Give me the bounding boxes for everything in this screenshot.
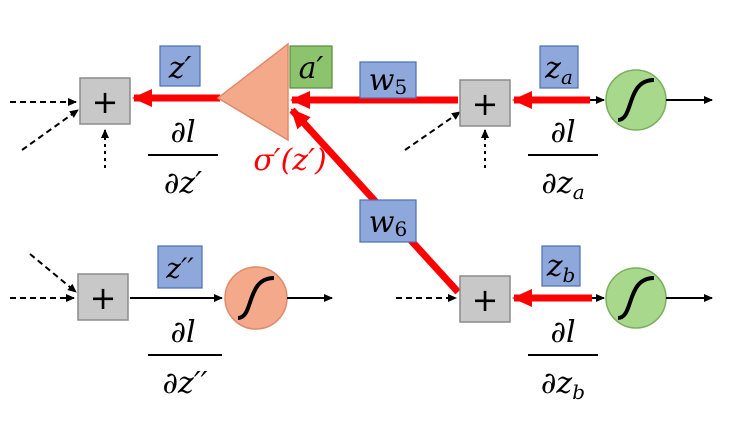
sigma-prime-label: σ′(z′) xyxy=(253,143,326,178)
neuron-a xyxy=(605,69,667,131)
input-wire-dashed xyxy=(404,111,461,151)
plus-icon: + xyxy=(92,83,119,121)
z-b-label: zb xyxy=(546,249,576,287)
plus-icon: + xyxy=(472,281,499,319)
grad-z-b-den: ∂zb xyxy=(541,366,585,404)
adder-top-left xyxy=(79,77,131,125)
z-b-label-box xyxy=(541,245,581,287)
w5-label: w5 xyxy=(369,63,407,99)
z-prime-label: z′ xyxy=(168,51,192,86)
grad-z-double-prime-den: ∂z′′ xyxy=(163,366,208,401)
grad-z-a-num: ∂l xyxy=(550,115,575,150)
z-a-label: za xyxy=(544,51,573,89)
grad-z-double-prime-num: ∂l xyxy=(170,315,195,350)
grad-z-a-den: ∂za xyxy=(541,166,584,204)
neuron-b xyxy=(605,267,667,329)
z-double-prime-label-box xyxy=(157,245,203,289)
sigmoid-icon xyxy=(617,276,655,320)
a-prime-label: a′ xyxy=(299,51,324,86)
adder-bottom-left xyxy=(77,273,129,321)
grad-z-prime-num: ∂l xyxy=(170,115,195,150)
neuron-z-double-prime xyxy=(224,266,288,330)
sigmoid-icon xyxy=(237,276,275,320)
z-double-prime-label: z′′ xyxy=(165,252,194,285)
input-wire-dashed xyxy=(29,253,77,293)
w6-label-box xyxy=(359,199,417,243)
adder-bottom-right xyxy=(459,275,511,323)
w6-label: w6 xyxy=(369,205,407,241)
z-prime-label-box xyxy=(159,45,201,87)
a-prime-label-box xyxy=(289,45,333,89)
adder-top-right xyxy=(459,79,511,127)
z-a-label-box xyxy=(539,45,579,89)
plus-icon: + xyxy=(90,279,117,317)
grad-z-prime-den: ∂z′ xyxy=(164,166,202,201)
triangle-icon xyxy=(216,42,289,142)
input-wire-dashed xyxy=(21,109,79,151)
w5-label-box xyxy=(359,61,417,99)
plus-icon: + xyxy=(472,85,499,123)
grad-z-b-num: ∂l xyxy=(550,315,575,350)
sigmoid-icon xyxy=(617,78,655,122)
